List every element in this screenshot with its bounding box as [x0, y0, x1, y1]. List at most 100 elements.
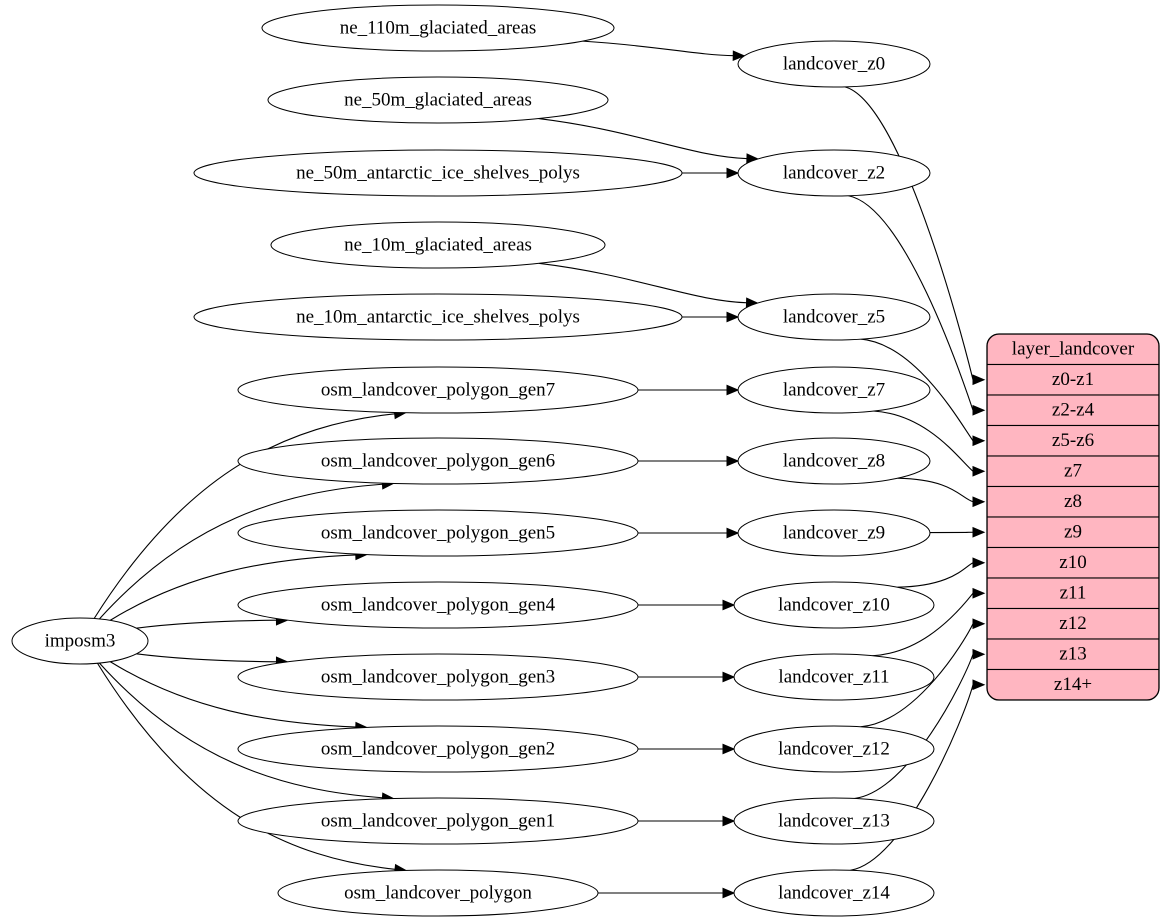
node-ellipse — [237, 581, 639, 629]
arrow-head — [972, 526, 986, 538]
node-label: osm_landcover_polygon_gen2 — [321, 738, 555, 759]
table-row-z12[interactable]: z12 — [987, 607, 1159, 640]
edge-landcover_z13-to-layer_landcover-z13 — [854, 654, 974, 800]
table-row-z7[interactable]: z7 — [987, 455, 1159, 488]
arrow-head — [972, 404, 986, 416]
arrow-head — [972, 374, 986, 386]
ne-node-ne_10m_glaciated_areas[interactable]: ne_10m_glaciated_areas — [270, 221, 606, 269]
layer-landcover-table: layer_landcover z0-z1 z2-z4 z5-z6 z7 z8 z9 z10 z… — [986, 333, 1160, 701]
node-ellipse — [237, 653, 639, 701]
node-ellipse — [261, 4, 615, 52]
node-label: osm_landcover_polygon_gen6 — [321, 450, 555, 471]
landcover-node-landcover_z10[interactable]: landcover_z10 — [733, 581, 935, 629]
landcover-node-landcover_z11[interactable]: landcover_z11 — [733, 653, 935, 701]
source-node-imposm3[interactable]: imposm3 — [11, 617, 149, 665]
landcover-node-landcover_z9[interactable]: landcover_z9 — [737, 509, 931, 557]
node-ellipse — [193, 293, 683, 341]
landcover-node-landcover_z0[interactable]: landcover_z0 — [737, 40, 931, 88]
node-label: osm_landcover_polygon_gen3 — [321, 666, 555, 687]
edge-landcover_z8-to-layer_landcover-z8 — [897, 477, 974, 503]
table-row-label: z0-z1 — [1052, 369, 1094, 390]
arrow-head — [722, 887, 736, 899]
table-row-z14+[interactable]: z14+ — [987, 668, 1159, 701]
node-label: landcover_z13 — [778, 810, 890, 831]
ne-node-ne_50m_antarctic_ice_shelves_polys[interactable]: ne_50m_antarctic_ice_shelves_polys — [193, 149, 683, 197]
table-row-label: z7 — [1064, 461, 1082, 482]
node-ellipse — [237, 366, 639, 414]
edge-landcover_z0-to-layer_landcover-z0-z1 — [844, 86, 974, 380]
osm-node-osm_landcover_polygon_gen5[interactable]: osm_landcover_polygon_gen5 — [237, 509, 639, 557]
table-row-z0-z1[interactable]: z0-z1 — [987, 363, 1159, 396]
edge-landcover_z10-to-layer_landcover-z10 — [897, 562, 974, 588]
landcover-node-landcover_z2[interactable]: landcover_z2 — [737, 149, 931, 197]
landcover-node-landcover_z12[interactable]: landcover_z12 — [733, 725, 935, 773]
edge-imposm3-to-osm_landcover_polygon_gen6 — [98, 483, 384, 620]
node-ellipse — [193, 149, 683, 197]
node-ellipse — [733, 725, 935, 773]
nodes-layer: ne_110m_glaciated_areas ne_50m_glaciated_… — [11, 4, 935, 917]
node-label: imposm3 — [45, 630, 116, 651]
table-row-z5-z6[interactable]: z5-z6 — [987, 424, 1159, 457]
arrow-head — [722, 815, 736, 827]
table-row-label: z11 — [1060, 583, 1087, 604]
node-ellipse — [11, 617, 149, 665]
table-row-label: z5-z6 — [1052, 430, 1094, 451]
node-ellipse — [733, 653, 935, 701]
table-outline — [986, 333, 1160, 701]
edge-ne_50m_glaciated_areas-to-landcover_z2 — [538, 117, 748, 160]
edge-imposm3-to-osm_landcover_polygon_gen1 — [98, 662, 384, 799]
landcover-node-landcover_z7[interactable]: landcover_z7 — [737, 366, 931, 414]
node-ellipse — [733, 869, 935, 917]
osm-node-osm_landcover_polygon_gen3[interactable]: osm_landcover_polygon_gen3 — [237, 653, 639, 701]
arrow-head — [972, 618, 986, 630]
table-row-z13[interactable]: z13 — [987, 638, 1159, 671]
osm-node-osm_landcover_polygon_gen4[interactable]: osm_landcover_polygon_gen4 — [237, 581, 639, 629]
table-row-z9[interactable]: z9 — [987, 516, 1159, 549]
landcover-node-landcover_z13[interactable]: landcover_z13 — [733, 797, 935, 845]
node-label: osm_landcover_polygon_gen5 — [321, 522, 555, 543]
edge-imposm3-to-osm_landcover_polygon_gen7 — [93, 413, 396, 619]
node-ellipse — [737, 437, 931, 485]
osm-node-osm_landcover_polygon_gen1[interactable]: osm_landcover_polygon_gen1 — [237, 797, 639, 845]
node-ellipse — [237, 797, 639, 845]
osm-node-osm_landcover_polygon_gen2[interactable]: osm_landcover_polygon_gen2 — [237, 725, 639, 773]
ne-node-ne_50m_glaciated_areas[interactable]: ne_50m_glaciated_areas — [267, 76, 609, 124]
landcover-node-landcover_z14[interactable]: landcover_z14 — [733, 869, 935, 917]
node-label: landcover_z2 — [783, 162, 885, 183]
osm-node-osm_landcover_polygon_gen7[interactable]: osm_landcover_polygon_gen7 — [237, 366, 639, 414]
table-row-label: z13 — [1059, 644, 1086, 665]
table-row-z8[interactable]: z8 — [987, 485, 1159, 518]
table-header-cell: layer_landcover — [987, 334, 1159, 366]
node-label: ne_50m_antarctic_ice_shelves_polys — [296, 162, 580, 183]
edge-ne_10m_glaciated_areas-to-landcover_z5 — [538, 262, 748, 304]
arrow-head — [972, 648, 986, 660]
arrow-head — [972, 465, 986, 477]
landcover-node-landcover_z8[interactable]: landcover_z8 — [737, 437, 931, 485]
node-ellipse — [267, 76, 609, 124]
table-header-label: layer_landcover — [1012, 339, 1135, 360]
arrow-head — [722, 671, 736, 683]
node-label: ne_50m_glaciated_areas — [344, 89, 532, 110]
edge-imposm3-to-osm_landcover_polygon_gen4 — [136, 619, 278, 629]
osm-node-osm_landcover_polygon[interactable]: osm_landcover_polygon — [277, 869, 599, 917]
node-ellipse — [270, 221, 606, 269]
node-label: landcover_z12 — [778, 738, 890, 759]
node-ellipse — [737, 509, 931, 557]
node-ellipse — [733, 581, 935, 629]
arrow-head — [722, 599, 736, 611]
table-row-z10[interactable]: z10 — [987, 546, 1159, 579]
ne-node-ne_10m_antarctic_ice_shelves_polys[interactable]: ne_10m_antarctic_ice_shelves_polys — [193, 293, 683, 341]
table-row-label: z9 — [1064, 522, 1082, 543]
edge-landcover_z2-to-layer_landcover-z2-z4 — [848, 195, 974, 411]
edge-landcover_z7-to-layer_landcover-z7 — [873, 410, 974, 472]
landcover-node-landcover_z5[interactable]: landcover_z5 — [737, 293, 931, 341]
table-row-label: z8 — [1064, 491, 1082, 512]
ne-node-ne_110m_glaciated_areas[interactable]: ne_110m_glaciated_areas — [261, 4, 615, 52]
arrow-head — [972, 679, 986, 691]
node-label: ne_10m_antarctic_ice_shelves_polys — [296, 306, 580, 327]
table-row-z11[interactable]: z11 — [987, 577, 1159, 610]
osm-node-osm_landcover_polygon_gen6[interactable]: osm_landcover_polygon_gen6 — [237, 437, 639, 485]
table-row-z2-z4[interactable]: z2-z4 — [987, 394, 1159, 427]
arrow-head — [726, 167, 740, 179]
node-ellipse — [737, 293, 931, 341]
